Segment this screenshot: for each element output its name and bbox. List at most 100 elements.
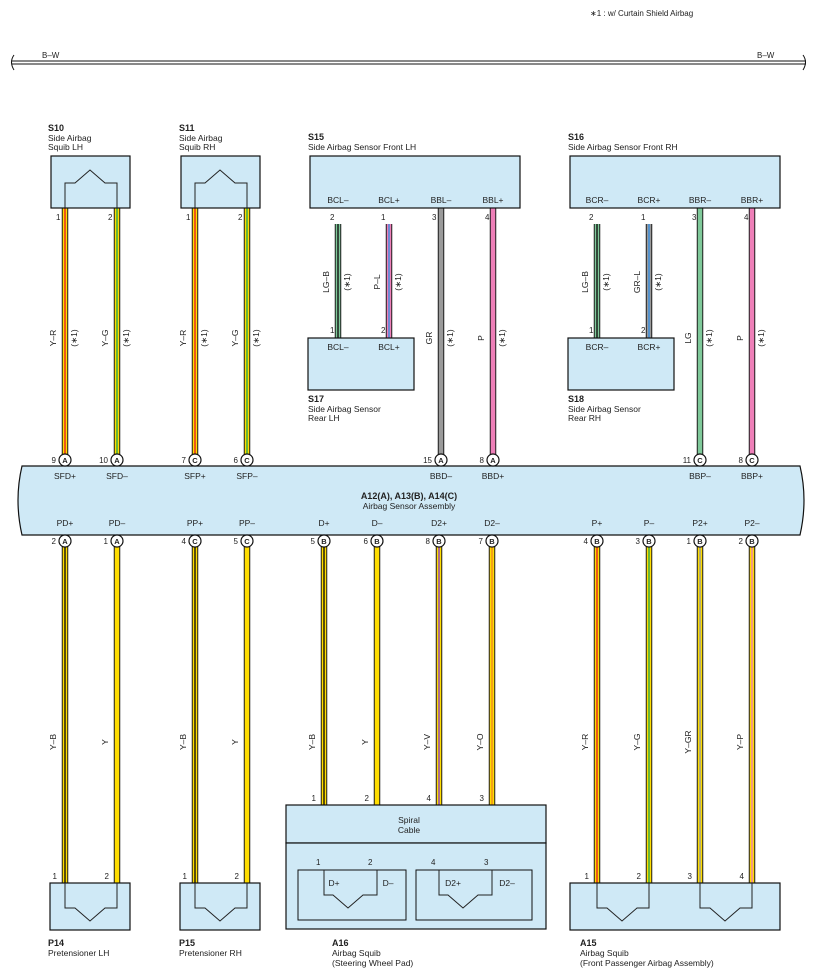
connector-letter: A xyxy=(114,537,120,546)
pin-number: 1 xyxy=(589,326,594,335)
wire-color-code: Y–P xyxy=(735,734,745,750)
p14-pretensioner-lh: P14 Pretensioner LH xyxy=(48,882,131,958)
label-layer: 1Y–R(∗1)2Y–G(∗1)1Y–R(∗1)2Y–G(∗1)GR(∗1)P(… xyxy=(48,213,766,881)
component-name: Rear LH xyxy=(308,413,340,423)
pin-number: 1 xyxy=(186,213,191,222)
a15-airbag-squib-passenger: A15 Airbag Squib (Front Passenger Airbag… xyxy=(569,882,781,968)
p15-pretensioner-rh: P15 Pretensioner RH xyxy=(179,882,261,958)
pin-number: 2 xyxy=(739,537,744,546)
connector-pin-circle xyxy=(58,453,72,467)
a16-airbag-squib-steering: D+ D– D2+ D2– 1 2 4 3 A16 Airbag Squib (… xyxy=(285,842,547,968)
bus-right-label: B–W xyxy=(757,51,775,60)
connector-pin-circle xyxy=(188,453,202,467)
squib-symbol xyxy=(323,870,378,909)
connector-letter: C xyxy=(192,456,198,465)
connector-letter: B xyxy=(646,537,652,546)
connector-pin-circle xyxy=(432,534,446,548)
assembly-pin-label: PP– xyxy=(239,518,255,528)
pin-label: D2+ xyxy=(445,878,461,888)
assembly-pin-label: BBP+ xyxy=(741,471,763,481)
pin-number: 3 xyxy=(692,213,697,222)
connector-pin-circle xyxy=(693,534,707,548)
squib-symbol xyxy=(699,883,753,922)
assembly-pin-label: BBD– xyxy=(430,471,452,481)
component-name: (Steering Wheel Pad) xyxy=(332,958,413,968)
pin-number: 15 xyxy=(423,456,432,465)
assembly-pin-label: SFD– xyxy=(106,471,128,481)
pin-number: 2 xyxy=(330,213,335,222)
power-bus: B–W B–W xyxy=(11,51,806,71)
component-code: A16 xyxy=(332,938,349,948)
s11-side-airbag-squib-rh: S11 Side Airbag Squib RH xyxy=(179,123,261,209)
connector-letter: A xyxy=(62,537,68,546)
component-box xyxy=(180,155,261,209)
connector-letter: C xyxy=(749,456,755,465)
wire-color-code: LG–B xyxy=(321,271,331,293)
pin-number: 1 xyxy=(183,872,188,881)
component-code: S15 xyxy=(308,132,324,142)
bus-left-brace xyxy=(11,54,15,71)
component-name: Side Airbag Sensor Front LH xyxy=(308,142,416,152)
connector-letter: B xyxy=(321,537,327,546)
wire-color-code: P xyxy=(735,335,745,341)
connector-letter: B xyxy=(374,537,380,546)
wire-color-code: Y–R xyxy=(580,734,590,751)
s18-side-airbag-sensor-rear-rh: BCR– BCR+ 1 2 S18 Side Airbag Sensor Rea… xyxy=(567,326,675,423)
wire-color-code: P xyxy=(476,335,486,341)
wire-note: (∗1) xyxy=(704,329,714,347)
pin-number: 2 xyxy=(52,537,57,546)
connector-letter: A xyxy=(438,456,444,465)
assembly-pin-label: PD– xyxy=(109,518,126,528)
pin-label: BCR– xyxy=(586,342,609,352)
connector-pin-circle xyxy=(745,453,759,467)
connector-pin-circle xyxy=(110,534,124,548)
wire-layer xyxy=(61,208,756,883)
wire-note: (∗1) xyxy=(497,329,507,347)
connector-letter: B xyxy=(594,537,600,546)
connector-pin-circle xyxy=(590,534,604,548)
connector-pin-circle xyxy=(642,534,656,548)
connector-pin-circle xyxy=(693,453,707,467)
component-code: S11 xyxy=(179,123,195,133)
connector-letter: B xyxy=(697,537,703,546)
pin-label: BCL– xyxy=(327,342,349,352)
assembly-pin-label: D+ xyxy=(318,518,329,528)
pin-number: 4 xyxy=(744,213,749,222)
pin-number: 2 xyxy=(368,858,373,867)
wire-color-code: LG–B xyxy=(580,271,590,293)
pin-number: 2 xyxy=(108,213,113,222)
assembly-pin-label: D– xyxy=(372,518,383,528)
pin-number: 1 xyxy=(312,794,317,803)
wire-color-code: GR–L xyxy=(632,271,642,293)
connector-pin-circle xyxy=(240,453,254,467)
assembly-pin-label: D2– xyxy=(484,518,500,528)
component-box xyxy=(569,882,781,931)
assembly-name: Airbag Sensor Assembly xyxy=(363,501,456,511)
component-box xyxy=(179,882,261,931)
component-name: Side Airbag xyxy=(48,133,92,143)
component-name: Squib LH xyxy=(48,142,83,152)
assembly-pin-label: PD+ xyxy=(57,518,74,528)
pin-label: D+ xyxy=(328,878,339,888)
wire-color-code: Y–G xyxy=(230,329,240,346)
component-box xyxy=(50,155,131,209)
wire-color-code: Y–GR xyxy=(683,730,693,753)
connector-pin-circle xyxy=(188,534,202,548)
pin-number: 1 xyxy=(104,537,109,546)
wire-color-code: Y–G xyxy=(100,329,110,346)
component-name: Side Airbag Sensor xyxy=(308,404,381,414)
component-box xyxy=(569,155,781,209)
spiral-label: Cable xyxy=(398,825,420,835)
component-code: S16 xyxy=(568,132,584,142)
pin-number: 3 xyxy=(688,872,693,881)
component-code: P15 xyxy=(179,938,195,948)
s15-side-airbag-sensor-front-lh: S15 Side Airbag Sensor Front LH BCL– BCL… xyxy=(308,132,521,222)
assembly-pin-label: SFD+ xyxy=(54,471,76,481)
assembly-pin-label: P+ xyxy=(592,518,603,528)
pin-number: 4 xyxy=(485,213,490,222)
wire-color-code: LG xyxy=(683,332,693,343)
pin-number: 11 xyxy=(683,456,692,465)
wire-color-code: Y–R xyxy=(48,330,58,347)
pin-number: 6 xyxy=(234,456,239,465)
